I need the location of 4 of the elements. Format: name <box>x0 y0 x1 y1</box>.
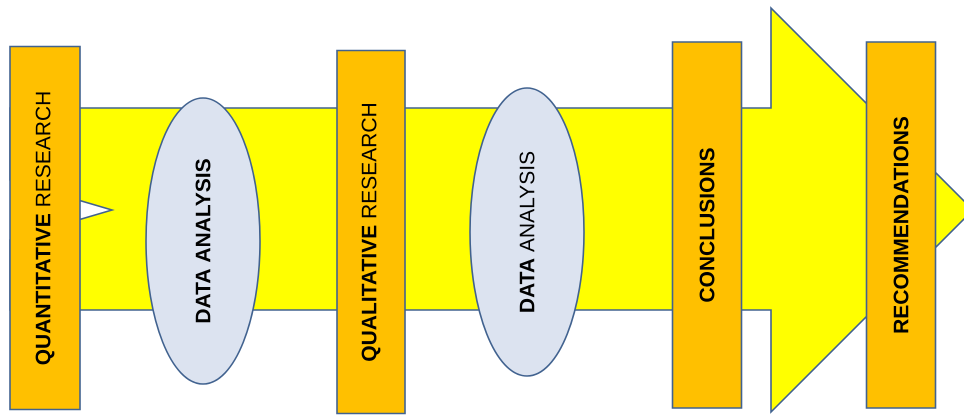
process-box: CONCLUSIONS <box>672 41 742 409</box>
process-box: QUALITATIVE RESEARCH <box>336 50 406 414</box>
process-box: RECOMMENDATIONS <box>866 41 936 409</box>
process-box: QUANTITATIVE RESEARCH <box>9 46 81 410</box>
